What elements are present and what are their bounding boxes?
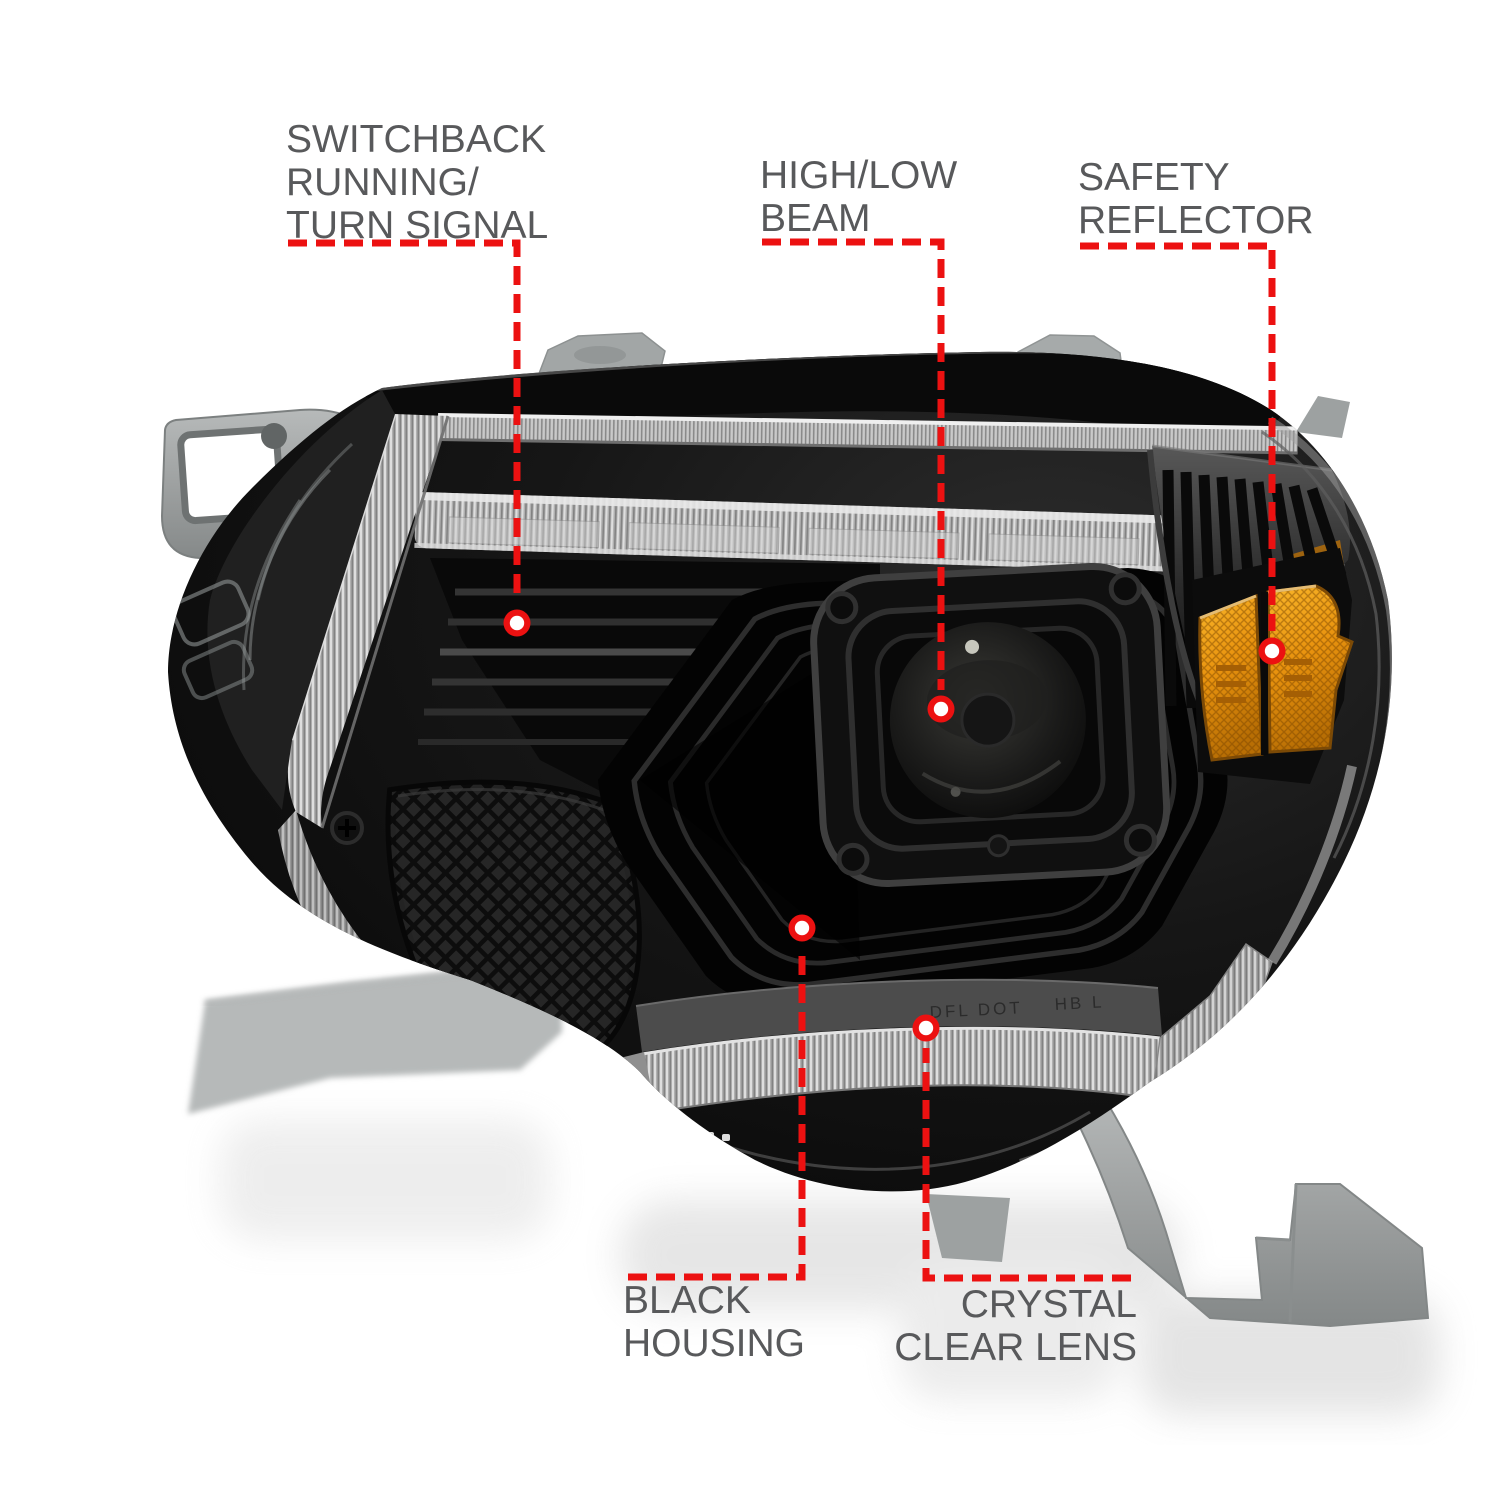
callout-label-line: TURN SIGNAL bbox=[286, 204, 549, 247]
callout-label-line: SWITCHBACK bbox=[286, 118, 547, 161]
callout-label-switchback: SWITCHBACK RUNNING/ TURN SIGNAL bbox=[286, 118, 548, 247]
lens-marking-right: HB L bbox=[1054, 992, 1105, 1014]
callout-label-crystal-clear-lens: CRYSTAL CLEAR LENS bbox=[894, 1283, 1137, 1369]
callout-dot-black-housing bbox=[788, 914, 816, 942]
projector-bezel bbox=[810, 562, 1171, 888]
callout-line-switchback bbox=[288, 239, 521, 601]
callout-dot-safety-reflector bbox=[1258, 637, 1286, 665]
lens-shell-left-edge bbox=[171, 390, 395, 810]
callout-label-line: REFLECTOR bbox=[1078, 199, 1314, 242]
callout-label-line: CLEAR LENS bbox=[894, 1326, 1137, 1369]
callout-label-line: CRYSTAL bbox=[960, 1283, 1137, 1326]
bracket-bottom-right bbox=[1060, 1083, 1430, 1328]
callout-line-high-low-beam bbox=[762, 238, 945, 690]
amber-safety-reflector bbox=[1192, 548, 1354, 784]
lens-marking-band: DFL DOT HB L bbox=[635, 978, 1162, 1052]
callout-line-black-housing bbox=[628, 948, 806, 1281]
callout-label-line: SAFETY bbox=[1078, 156, 1230, 199]
callout-label-line: RUNNING/ bbox=[286, 161, 479, 204]
callout-overlay bbox=[288, 238, 1286, 1282]
callout-label-line: BEAM bbox=[760, 197, 871, 240]
callout-dot-high-low-beam bbox=[927, 695, 955, 723]
callout-label-line: HOUSING bbox=[623, 1322, 806, 1365]
callout-label-black-housing: BLACK HOUSING bbox=[623, 1279, 805, 1365]
lens-marking-left: DFL DOT bbox=[929, 998, 1023, 1022]
floor-reflection bbox=[220, 1120, 1440, 1415]
callout-line-crystal-clear-lens bbox=[922, 1048, 1131, 1282]
callout-dot-crystal-clear-lens bbox=[912, 1014, 940, 1042]
callout-dot-switchback bbox=[503, 609, 531, 637]
top-rim bbox=[360, 351, 1286, 452]
callout-label-safety-reflector: SAFETY REFLECTOR bbox=[1078, 156, 1314, 242]
callout-label-line: BLACK bbox=[623, 1279, 751, 1322]
bracket-wing-left bbox=[188, 962, 562, 1114]
callout-label-line: HIGH/LOW bbox=[760, 154, 958, 197]
callout-line-safety-reflector bbox=[1080, 242, 1276, 631]
bracket-tab-bottom bbox=[926, 1194, 1010, 1262]
chrome-trim-strip bbox=[437, 412, 1299, 455]
callout-label-high-low-beam: HIGH/LOW BEAM bbox=[760, 154, 957, 240]
